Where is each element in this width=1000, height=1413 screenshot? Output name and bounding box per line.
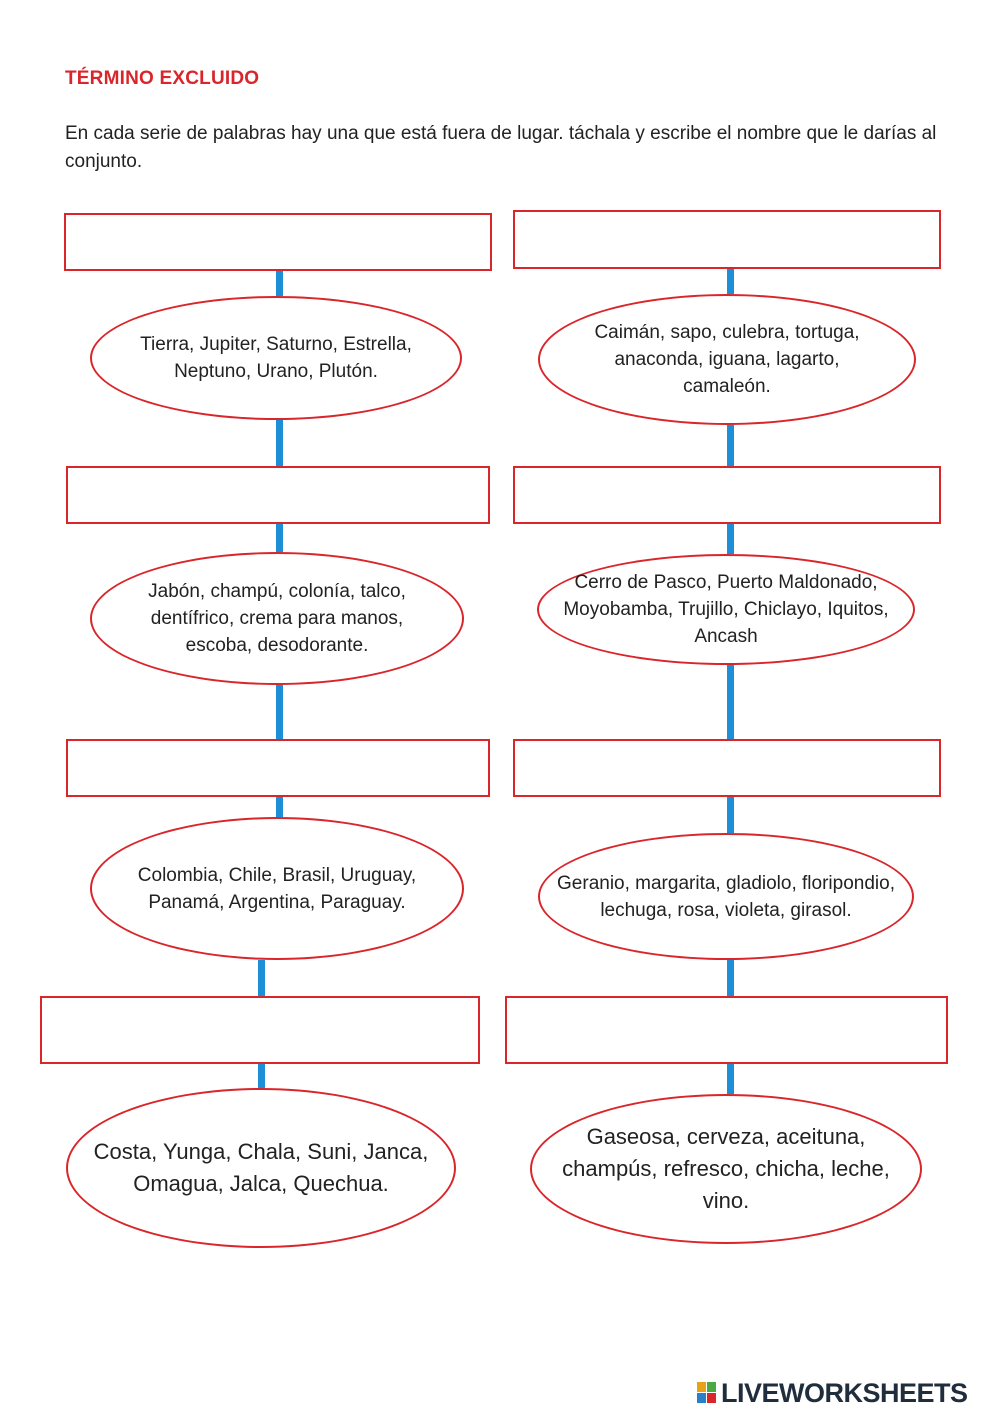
page-title: TÉRMINO EXCLUIDO xyxy=(65,68,260,89)
word-series-ellipse: Cerro de Pasco, Puerto Maldonado, Moyoba… xyxy=(537,554,915,665)
word-series-ellipse: Tierra, Jupiter, Saturno, Estrella, Nept… xyxy=(90,296,462,420)
word-series-text: Costa, Yunga, Chala, Suni, Janca, Omagua… xyxy=(93,1139,429,1196)
word-series-ellipse: Caimán, sapo, culebra, tortuga, anaconda… xyxy=(538,294,916,425)
answer-box-right-3[interactable] xyxy=(513,739,941,797)
answer-input-left-3[interactable] xyxy=(68,741,488,795)
word-series-text: Gaseosa, cerveza, aceituna, champús, ref… xyxy=(562,1124,890,1213)
word-series-ellipse: Jabón, champú, colonía, talco, dentífric… xyxy=(90,552,464,685)
word-series-text: Colombia, Chile, Brasil, Uruguay, Panamá… xyxy=(137,864,417,913)
connector-line xyxy=(727,960,734,996)
connector-line xyxy=(276,420,283,466)
connector-line xyxy=(727,665,734,739)
answer-box-left-1[interactable] xyxy=(64,213,492,271)
word-series-ellipse: Geranio, margarita, gladiolo, floripondi… xyxy=(538,833,914,960)
answer-input-right-2[interactable] xyxy=(515,468,939,522)
connector-line xyxy=(276,271,283,296)
word-series-text: Geranio, margarita, gladiolo, floripondi… xyxy=(557,872,895,921)
connector-line xyxy=(276,685,283,739)
answer-box-right-4[interactable] xyxy=(505,996,948,1064)
answer-input-right-4[interactable] xyxy=(507,998,946,1062)
answer-box-left-3[interactable] xyxy=(66,739,490,797)
word-series-ellipse: Costa, Yunga, Chala, Suni, Janca, Omagua… xyxy=(66,1088,456,1248)
liveworksheets-logo-icon xyxy=(697,1382,717,1404)
answer-input-left-1[interactable] xyxy=(66,215,490,269)
answer-box-right-2[interactable] xyxy=(513,466,941,524)
answer-input-left-4[interactable] xyxy=(42,998,478,1062)
word-series-text: Cerro de Pasco, Puerto Maldonado, Moyoba… xyxy=(563,572,889,647)
liveworksheets-logo: LIVEWORKSHEETS xyxy=(697,1378,968,1408)
answer-input-right-1[interactable] xyxy=(515,212,939,267)
connector-line xyxy=(727,1064,734,1094)
answer-input-right-3[interactable] xyxy=(515,741,939,795)
answer-box-right-1[interactable] xyxy=(513,210,941,269)
connector-line xyxy=(258,1064,265,1088)
connector-line xyxy=(727,269,734,294)
instructions-text: En cada serie de palabras hay una que es… xyxy=(65,123,937,172)
connector-line xyxy=(276,524,283,552)
word-series-text: Tierra, Jupiter, Saturno, Estrella, Nept… xyxy=(140,334,412,382)
answer-box-left-4[interactable] xyxy=(40,996,480,1064)
word-series-ellipse: Colombia, Chile, Brasil, Uruguay, Panamá… xyxy=(90,817,464,960)
answer-box-left-2[interactable] xyxy=(66,466,490,524)
connector-line xyxy=(727,425,734,466)
word-series-text: Jabón, champú, colonía, talco, dentífric… xyxy=(148,581,406,656)
answer-input-left-2[interactable] xyxy=(68,468,488,522)
word-series-text: Caimán, sapo, culebra, tortuga, anaconda… xyxy=(594,322,860,397)
brand-name: LIVEWORKSHEETS xyxy=(721,1377,968,1408)
connector-line xyxy=(727,797,734,833)
connector-line xyxy=(727,524,734,554)
connector-line xyxy=(276,797,283,817)
word-series-ellipse: Gaseosa, cerveza, aceituna, champús, ref… xyxy=(530,1094,922,1244)
connector-line xyxy=(258,960,265,996)
